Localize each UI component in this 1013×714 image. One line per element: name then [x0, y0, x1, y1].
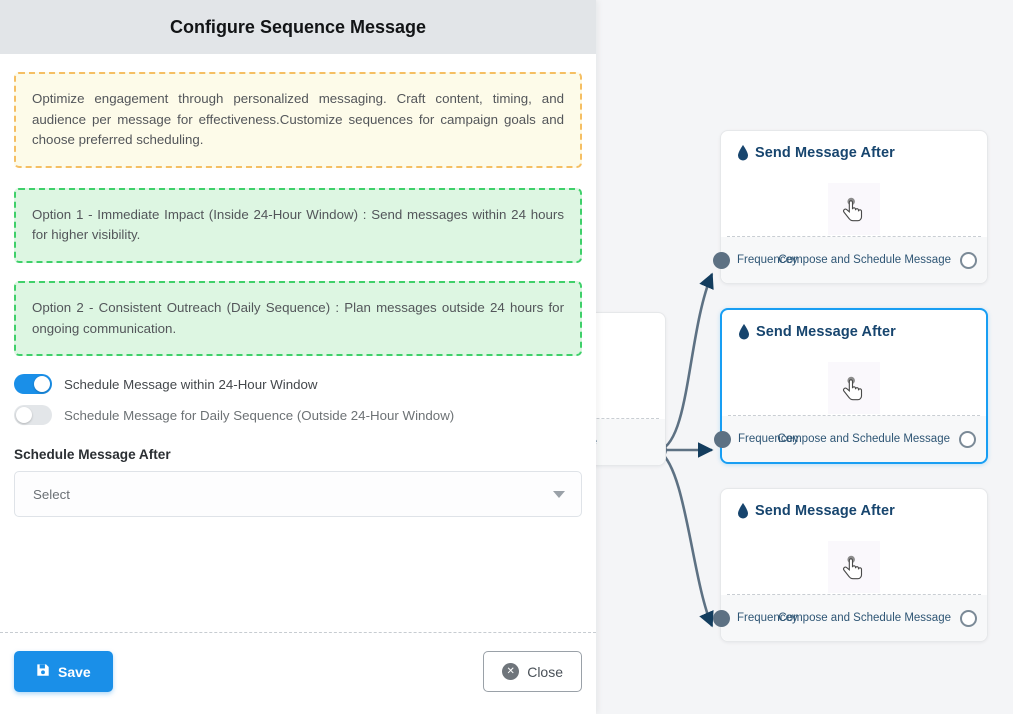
droplet-icon — [738, 324, 750, 340]
node-2-compose-label: Compose and Schedule Message — [777, 433, 950, 445]
node-2-output-port[interactable] — [959, 431, 976, 448]
schedule-message-after-select[interactable]: Select — [14, 471, 582, 518]
pointing-hand-icon — [828, 362, 880, 414]
modal-header: Configure Sequence Message — [0, 0, 596, 54]
node-2-input-port[interactable] — [714, 431, 731, 448]
node-3-input-port[interactable] — [713, 610, 730, 627]
node-1-body: Send Message After — [721, 131, 987, 236]
toggle-within-24-hour-window[interactable] — [14, 374, 52, 395]
node-1-compose-label: Compose and Schedule Message — [778, 254, 951, 266]
node-1-input-port[interactable] — [713, 252, 730, 269]
node-2-footer: Frequencey Compose and Schedule Message — [714, 416, 986, 462]
node-1-frequency-label: Frequencey — [737, 254, 798, 266]
info-callout: Optimize engagement through personalized… — [14, 72, 582, 168]
toggle-row-daily-sequence[interactable]: Schedule Message for Daily Sequence (Out… — [14, 405, 582, 426]
node-1-title: Send Message After — [755, 145, 895, 161]
toggle-row-within-24h[interactable]: Schedule Message within 24-Hour Window — [14, 374, 582, 395]
flow-node-2[interactable]: Send Message After Frequencey Compose an… — [714, 308, 988, 464]
modal-footer: Save ✕ Close — [0, 632, 596, 714]
flow-node-3[interactable]: Send Message After Frequencey Compose an… — [713, 488, 988, 642]
modal-content: Optimize engagement through personalized… — [0, 54, 596, 632]
chevron-down-icon — [553, 491, 565, 499]
configure-sequence-modal: Configure Sequence Message Optimize enga… — [0, 0, 596, 714]
toggle-daily-sequence[interactable] — [14, 405, 52, 426]
toggle-knob — [34, 376, 50, 393]
pointing-hand-icon — [828, 183, 880, 235]
node-2-title-row: Send Message After — [738, 324, 970, 340]
node-3-frequency-label: Frequencey — [737, 612, 798, 624]
toggle-knob — [16, 407, 32, 424]
toggle-within-24-hour-window-label: Schedule Message within 24-Hour Window — [64, 376, 318, 392]
node-3-title-row: Send Message After — [737, 503, 971, 519]
close-button[interactable]: ✕ Close — [483, 651, 582, 692]
node-3-output-port[interactable] — [960, 610, 977, 627]
save-icon — [36, 663, 50, 680]
droplet-icon — [737, 145, 749, 161]
option-1-callout: Option 1 - Immediate Impact (Inside 24-H… — [14, 187, 582, 264]
schedule-message-after-label: Schedule Message After — [14, 447, 171, 463]
node-1-title-row: Send Message After — [737, 145, 971, 161]
schedule-message-after-value: Select — [33, 486, 70, 502]
close-icon: ✕ — [502, 663, 520, 680]
node-2-body: Send Message After — [722, 310, 986, 415]
flow-node-1[interactable]: Send Message After Frequencey Compose an… — [713, 130, 988, 284]
node-2-frequency-label: Frequencey — [738, 433, 799, 445]
node-3-footer: Frequencey Compose and Schedule Message — [713, 595, 987, 641]
save-button-label: Save — [58, 663, 91, 680]
droplet-icon — [737, 503, 749, 519]
node-2-title: Send Message After — [756, 324, 896, 340]
node-1-footer: Frequencey Compose and Schedule Message — [713, 237, 987, 283]
node-3-title: Send Message After — [755, 503, 895, 519]
toggle-daily-sequence-label: Schedule Message for Daily Sequence (Out… — [64, 407, 455, 423]
edge-to-node-3 — [659, 450, 714, 628]
save-button[interactable]: Save — [14, 651, 113, 692]
node-3-compose-label: Compose and Schedule Message — [778, 612, 951, 624]
edge-to-node-1 — [659, 272, 714, 452]
page-title: Configure Sequence Message — [169, 16, 427, 37]
node-3-divider — [727, 594, 981, 595]
close-button-label: Close — [527, 663, 563, 680]
node-1-output-port[interactable] — [960, 252, 977, 269]
option-2-callout: Option 2 - Consistent Outreach (Daily Se… — [14, 281, 582, 357]
node-1-divider — [727, 236, 981, 237]
node-3-body: Send Message After — [721, 489, 987, 594]
pointing-hand-icon — [828, 541, 880, 593]
node-2-divider — [728, 415, 980, 416]
